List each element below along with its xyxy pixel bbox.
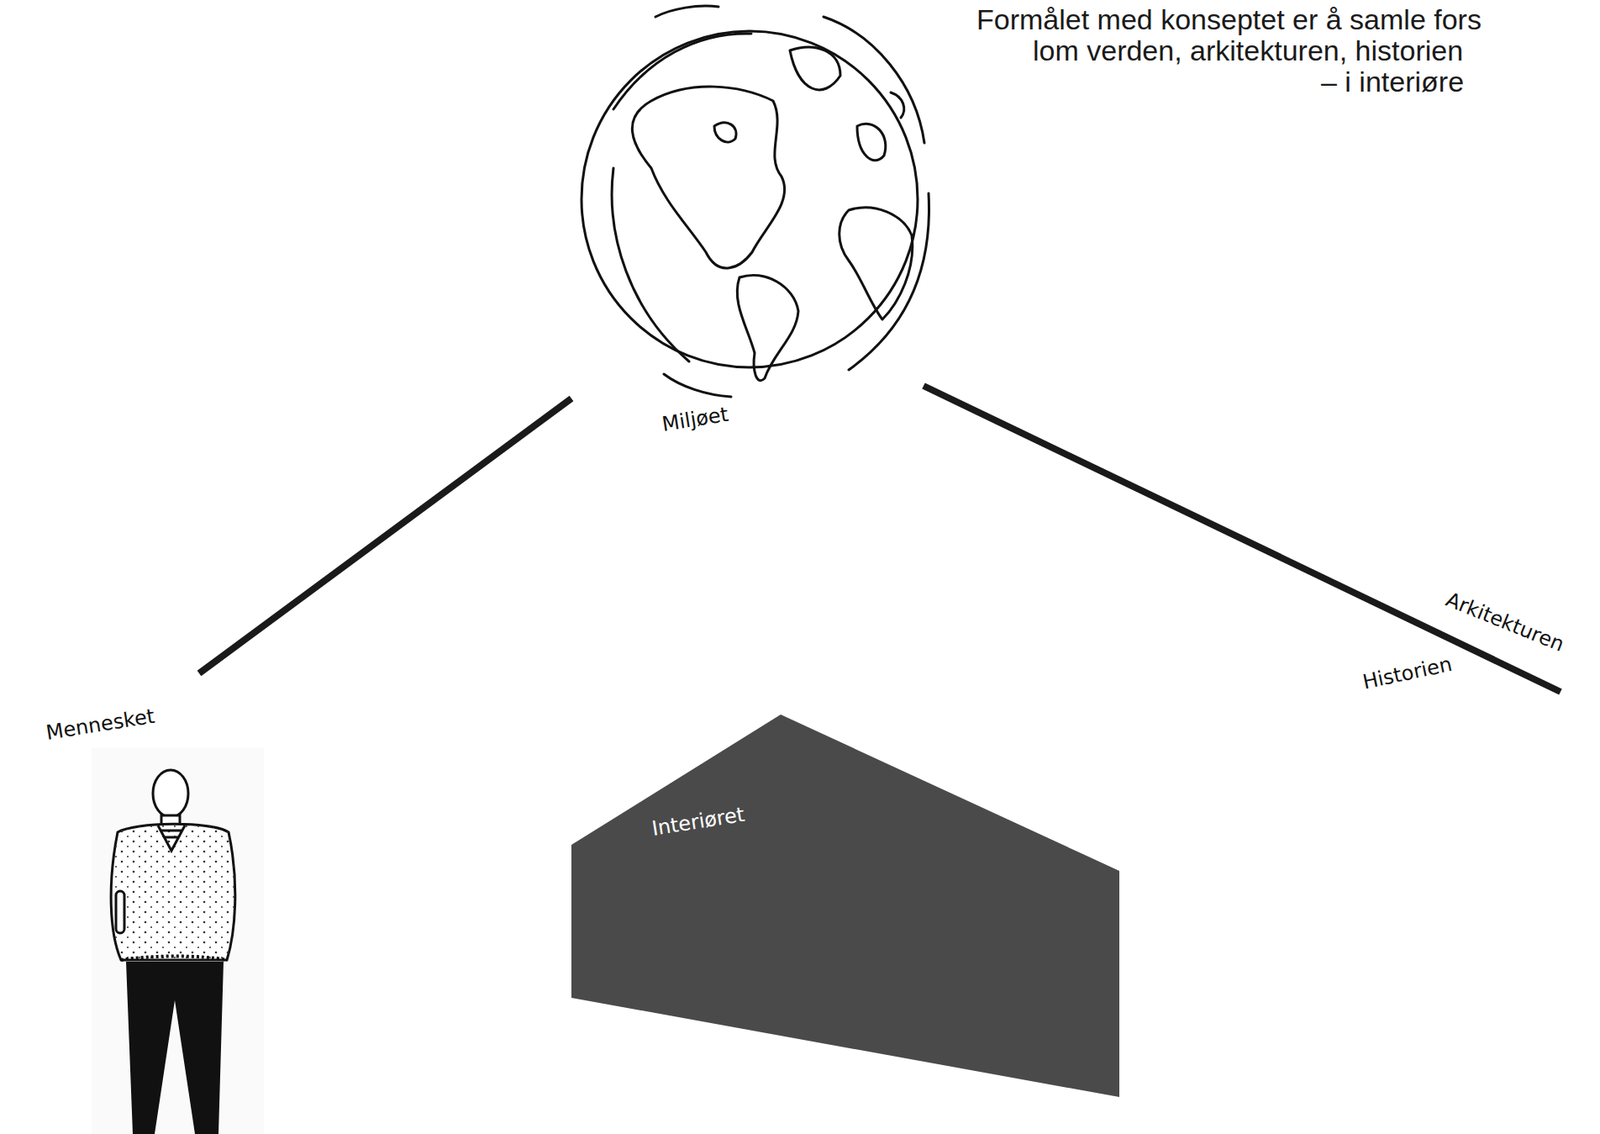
shape-outline (571, 714, 1120, 1097)
globe-drawing (571, 0, 933, 404)
shape-fill (571, 714, 1120, 1097)
environment-label: Miljøet (660, 402, 731, 437)
interior-shape: Interiøret (571, 714, 1120, 1097)
human-label: Mennesket (44, 704, 157, 745)
concept-text: Formålet med konseptet er å samle fors (976, 4, 1482, 36)
history-label: Historien (1360, 652, 1454, 695)
concept-text: lom verden, arkitekturen, historien (1032, 35, 1464, 67)
person-drawing (84, 747, 269, 1134)
concept-text: – i interiøre (1321, 66, 1464, 98)
left-line (199, 398, 572, 674)
right-line (923, 385, 1561, 692)
